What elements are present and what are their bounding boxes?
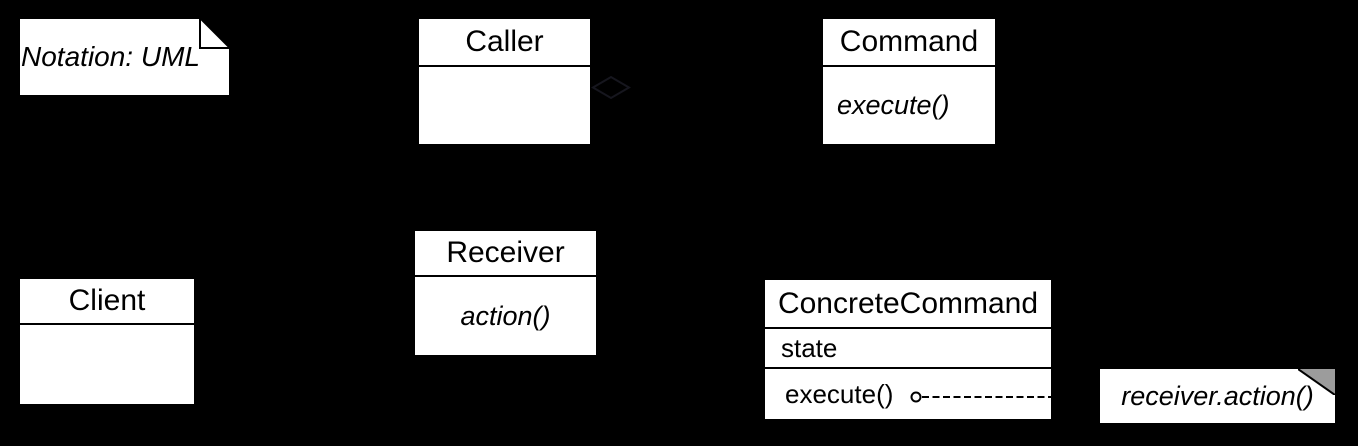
class-receiver-name: Receiver (415, 231, 596, 277)
class-concrete-command: ConcreteCommand state execute() (763, 278, 1053, 421)
class-concrete-command-method: execute() (765, 367, 1051, 419)
class-caller: Caller (417, 17, 592, 146)
note-shape (18, 17, 231, 97)
class-client: Client (18, 277, 196, 406)
note-notation-text: Notation: UML (21, 41, 200, 72)
class-command-name: Command (823, 19, 995, 67)
class-client-name: Client (20, 279, 194, 325)
note-anchor-line (910, 391, 1098, 403)
note-notation: Notation: UML (18, 17, 231, 97)
note-receiver-action-text: receiver.action() (1121, 380, 1314, 411)
aggregation-diamond-icon (591, 75, 631, 100)
class-caller-body (419, 67, 590, 144)
class-concrete-command-attribute: state (781, 333, 838, 363)
class-receiver-method: action() (460, 300, 551, 331)
note-fold-icon (199, 17, 231, 49)
anchor-circle-icon (910, 391, 922, 403)
class-concrete-command-name: ConcreteCommand (765, 280, 1051, 329)
class-client-body (20, 325, 194, 404)
class-receiver: Receiver action() (413, 229, 598, 357)
class-command: Command execute() (821, 17, 997, 146)
note-shape (1098, 367, 1337, 425)
note-fold-icon (1298, 369, 1335, 395)
class-command-method: execute() (837, 90, 950, 120)
class-caller-name: Caller (419, 19, 590, 67)
note-receiver-action: receiver.action() (1098, 367, 1337, 425)
